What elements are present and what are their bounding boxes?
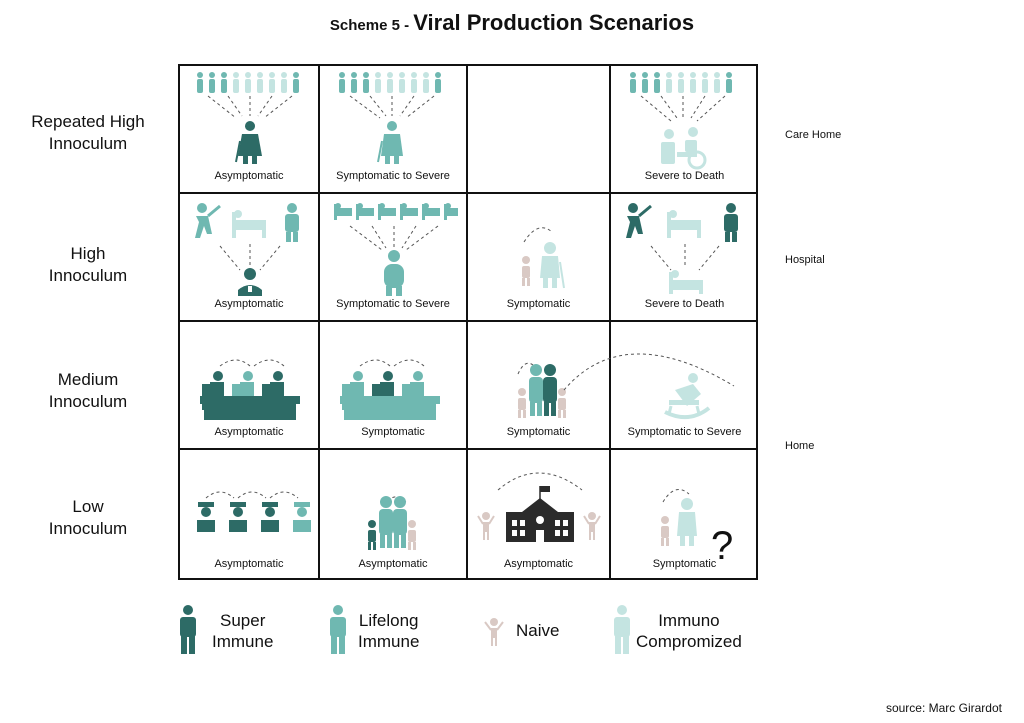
cell-r3-c0: Asymptomatic <box>180 450 320 580</box>
hospital-beds-to-patient-icon <box>334 203 458 296</box>
super-immune-person-icon <box>180 605 196 654</box>
sick-person-icon <box>195 203 221 238</box>
elderly-person-icon <box>677 498 697 546</box>
cell-label: Asymptomatic <box>358 558 428 570</box>
cell-r3-c1: Asymptomatic <box>320 450 468 580</box>
cell-label: Symptomatic to Severe <box>627 426 742 438</box>
cell-label: Symptomatic <box>506 426 571 438</box>
cell-label: Symptomatic <box>506 298 571 310</box>
cell-label: Symptomatic <box>361 426 425 438</box>
lifelong-immune-person-icon <box>330 605 346 654</box>
child-and-elderly-icon <box>661 489 697 546</box>
cell-label: Severe to Death <box>644 298 725 310</box>
cell-label: Severe to Death <box>644 170 725 182</box>
page-title: Scheme 5 - Viral Production Scenarios <box>0 10 1024 36</box>
wheelchair-icon <box>661 127 707 170</box>
transmission-arc <box>563 353 735 391</box>
soldier-icon <box>229 502 247 532</box>
scenario-grid: Asymptomatic Symptomatic to Severe Seve <box>178 64 758 580</box>
source-credit: source: Marc Girardot <box>885 701 1002 715</box>
office-desk-icon <box>340 371 440 420</box>
cell-r2-c2: Symptomatic <box>468 322 611 450</box>
child-and-elderly-icon <box>522 227 565 289</box>
office-workers-icon <box>200 359 300 420</box>
cell-r2-c0: Asymptomatic <box>180 322 320 450</box>
cell-r3-c2: Asymptomatic <box>468 450 611 580</box>
rocking-chair-icon <box>664 373 711 420</box>
naive-child-icon <box>484 618 504 646</box>
hospital-beds-row-icon <box>334 203 458 220</box>
crowd-to-elderly-icon <box>197 72 299 164</box>
child-cheering-icon <box>477 512 495 540</box>
cell-r0-c1: Symptomatic to Severe <box>320 66 468 194</box>
cell-label: Asymptomatic <box>214 558 284 570</box>
crowd-to-elderly-icon <box>339 72 441 164</box>
crowd-icon <box>339 72 441 93</box>
crowd-icon <box>197 72 299 93</box>
hospital-bed-icon <box>667 210 701 238</box>
cell-r1-c3: Severe to Death <box>611 194 758 322</box>
question-mark: ? <box>711 524 734 568</box>
cell-r1-c2: Symptomatic <box>468 194 611 322</box>
soldier-icon <box>293 502 311 532</box>
title-main: Viral Production Scenarios <box>413 10 695 35</box>
cell-label: Asymptomatic <box>214 298 284 310</box>
crowd-icon <box>630 72 732 93</box>
hospital-bed-icon <box>232 210 266 238</box>
immuno-compromized-person-icon <box>614 605 630 654</box>
cell-r0-c3: Severe to Death <box>611 66 758 194</box>
office-workers-icon <box>340 359 440 420</box>
nurse-icon <box>238 268 262 296</box>
cell-r2-c1: Symptomatic <box>320 322 468 450</box>
location-care-home: Care Home <box>785 129 842 141</box>
child-cheering-icon <box>583 512 601 540</box>
cell-r1-c0: Asymptomatic <box>180 194 320 322</box>
office-desk-icon <box>200 371 300 420</box>
cell-r3-c3: ? Symptomatic <box>611 450 758 580</box>
cell-r1-c1: Symptomatic to Severe <box>320 194 468 322</box>
soldiers-icon <box>197 491 311 532</box>
school-building-icon <box>506 486 574 542</box>
cell-r2-c3: Symptomatic to Severe <box>611 322 758 450</box>
cell-label: Symptomatic to Severe <box>336 298 450 310</box>
cell-label: Asymptomatic <box>214 426 284 438</box>
elderly-person-icon <box>377 121 403 164</box>
cell-r0-c0: Asymptomatic <box>180 66 320 194</box>
school-icon <box>477 472 601 542</box>
location-hospital: Hospital <box>785 254 825 266</box>
elderly-person-icon <box>235 121 262 164</box>
cell-label: Symptomatic to Severe <box>336 170 450 182</box>
family-icon <box>368 496 416 550</box>
hospital-patients-to-nurse-icon <box>195 203 299 296</box>
family-icon <box>517 362 566 418</box>
child-icon <box>522 256 530 286</box>
cell-r0-c2 <box>468 66 611 194</box>
cell-label: Asymptomatic <box>214 170 284 182</box>
fever-person-icon <box>285 203 299 242</box>
location-home: Home <box>785 440 815 452</box>
cell-label: Symptomatic <box>652 558 717 570</box>
sick-person-icon <box>626 203 652 238</box>
fever-person-icon <box>724 203 738 242</box>
patient-bed-icon <box>669 270 703 294</box>
soldier-icon <box>197 502 215 532</box>
crowd-to-wheelchair-icon <box>630 72 732 170</box>
title-prefix: Scheme 5 - <box>329 17 414 34</box>
elderly-person-icon <box>540 242 565 289</box>
soldier-icon <box>261 502 279 532</box>
cell-label: Asymptomatic <box>503 558 574 570</box>
hospital-patients-to-bed-icon <box>626 203 738 294</box>
patient-icon <box>384 250 404 296</box>
legend-label: Naive <box>516 621 560 640</box>
child-icon <box>661 516 669 546</box>
